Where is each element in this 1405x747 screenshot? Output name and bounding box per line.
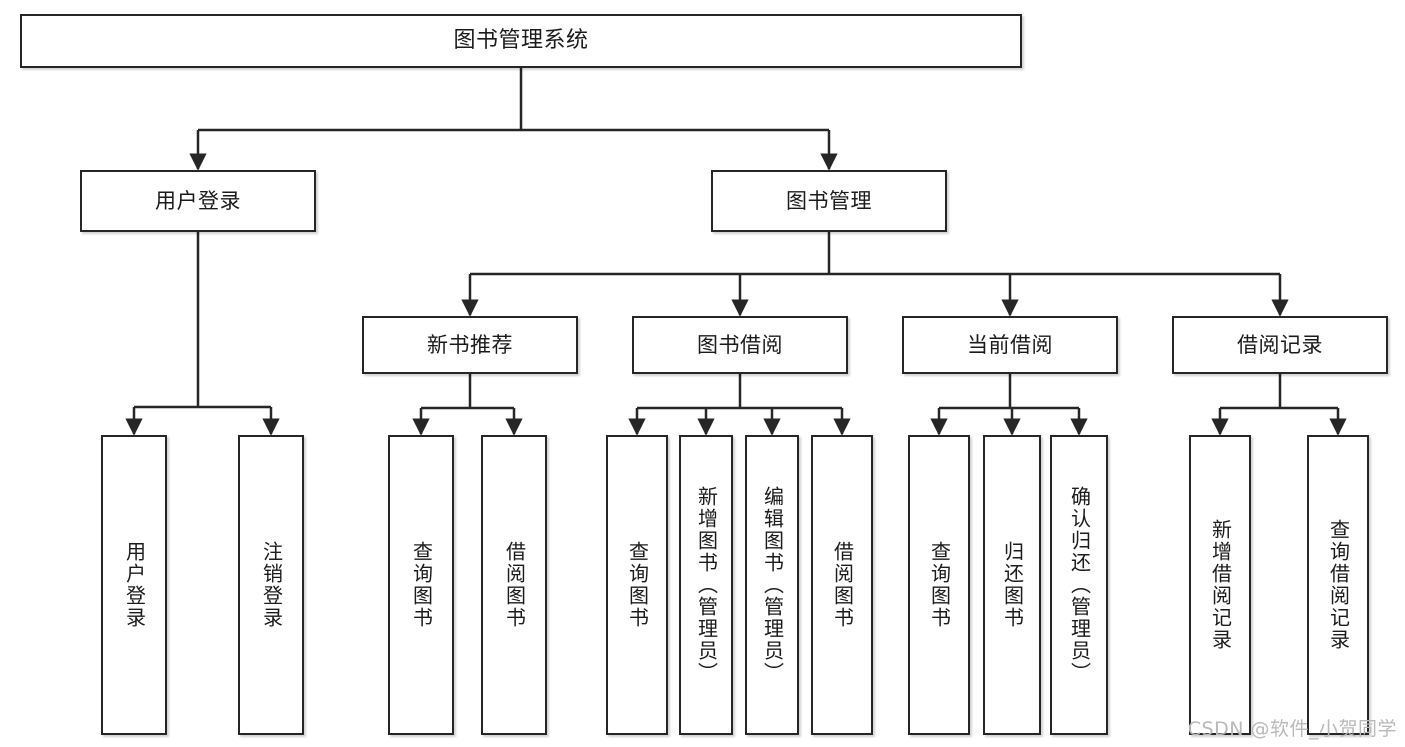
node-label: 用户登录 (122, 541, 147, 629)
node-label: 当前借阅 (967, 332, 1053, 357)
node-login[interactable]: 用户登录 (80, 170, 316, 232)
node-label: 查询借阅记录 (1326, 519, 1351, 651)
node-label: 图书管理系统 (453, 27, 589, 53)
node-leaf-return[interactable]: 归还图书 (983, 435, 1041, 735)
node-label: 查询图书 (409, 541, 434, 629)
node-label: 新增图书（管理员） (694, 486, 719, 684)
node-label: 借阅图书 (830, 541, 855, 629)
node-leaf-addbook[interactable]: 新增图书（管理员） (679, 435, 733, 735)
node-label: 图书管理 (786, 188, 872, 213)
node-label: 借阅图书 (502, 541, 527, 629)
node-leaf-addrec[interactable]: 新增借阅记录 (1189, 435, 1251, 735)
node-label: 归还图书 (1000, 541, 1025, 629)
node-leaf-query3[interactable]: 查询图书 (908, 435, 970, 735)
node-label: 新书推荐 (427, 332, 513, 357)
node-leaf-confirm[interactable]: 确认归还（管理员） (1050, 435, 1108, 735)
node-leaf-logout[interactable]: 注销登录 (238, 435, 304, 735)
node-label: 注销登录 (259, 541, 284, 629)
node-newbook[interactable]: 新书推荐 (362, 316, 578, 374)
node-borrow[interactable]: 图书借阅 (632, 316, 848, 374)
node-label: 查询图书 (927, 541, 952, 629)
node-leaf-editbook[interactable]: 编辑图书（管理员） (745, 435, 799, 735)
node-root[interactable]: 图书管理系统 (20, 14, 1022, 68)
node-label: 确认归还（管理员） (1067, 486, 1092, 684)
node-label: 查询图书 (625, 541, 650, 629)
node-leaf-queryrec[interactable]: 查询借阅记录 (1307, 435, 1369, 735)
node-label: 用户登录 (155, 188, 241, 213)
node-leaf-query2[interactable]: 查询图书 (606, 435, 668, 735)
node-label: 图书借阅 (697, 332, 783, 357)
node-label: 新增借阅记录 (1208, 519, 1233, 651)
node-current[interactable]: 当前借阅 (902, 316, 1118, 374)
node-leaf-borrow2[interactable]: 借阅图书 (811, 435, 873, 735)
node-bookmgmt[interactable]: 图书管理 (711, 170, 947, 232)
node-leaf-borrow1[interactable]: 借阅图书 (481, 435, 547, 735)
node-leaf-query1[interactable]: 查询图书 (388, 435, 454, 735)
node-records[interactable]: 借阅记录 (1172, 316, 1388, 374)
node-leaf-login[interactable]: 用户登录 (101, 435, 167, 735)
node-label: 借阅记录 (1237, 332, 1323, 357)
node-label: 编辑图书（管理员） (760, 486, 785, 684)
